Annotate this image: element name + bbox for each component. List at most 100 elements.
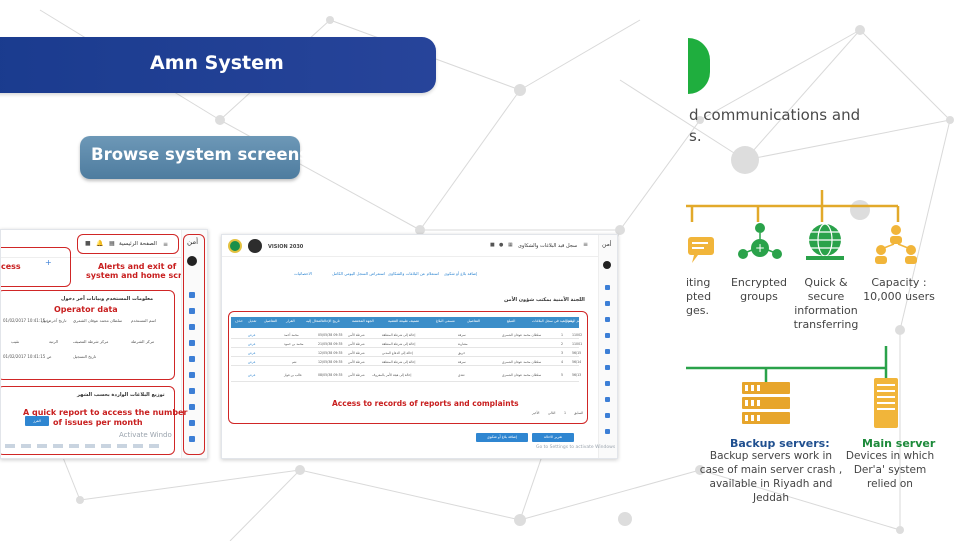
sidebar-icon-6[interactable]	[189, 372, 195, 378]
records-sidebar-icon-8[interactable]	[605, 397, 610, 402]
home-screen-screenshot: ≡ الصفحة الرئيسية ▦ 🔔 ■ Alerts and exit …	[0, 229, 208, 459]
page-1[interactable]: 1	[564, 411, 567, 415]
feature-label-line: 10,000 users	[863, 290, 935, 303]
row2-reg: 11001	[572, 342, 583, 346]
field-label-regdate: تاريخ التسجيل	[73, 354, 97, 359]
home-menu-icon[interactable]: ≡	[163, 241, 169, 248]
toolbar-add-report[interactable]: إضافة بلاغ أو شكوى	[444, 271, 478, 276]
row3-type: حريق	[458, 351, 466, 355]
row3-reg: 56/15	[572, 351, 582, 355]
records-breadcrumb[interactable]: سجل قيد البلاغات والشكاوى	[518, 243, 578, 249]
field-label-rank: الرتبة	[49, 339, 59, 344]
row3-date: 12/05/38 09:35	[318, 351, 343, 355]
row1-assignee: محمد أحمد	[284, 333, 299, 337]
col-reporter: المبلغ	[507, 319, 516, 323]
col-title: مسمى البلاغ	[436, 319, 455, 323]
sidebar-icon-7[interactable]	[189, 388, 195, 394]
records-sidebar-icon-9[interactable]	[605, 413, 610, 418]
col-date: تاريخ الإحالة	[322, 319, 340, 323]
green-accent-tab	[688, 38, 710, 94]
group-icon: +	[738, 223, 782, 259]
sidebar-icon-2[interactable]	[189, 308, 195, 314]
field-value-regdate: 01/02/2017 10:41:15 ص	[3, 354, 52, 359]
records-sidebar-icon-2[interactable]	[605, 301, 610, 306]
records-grid-icon[interactable]: ▦	[508, 242, 513, 248]
bell-icon[interactable]: 🔔	[96, 240, 104, 247]
row3-view-link[interactable]: عرض	[248, 351, 256, 355]
new-report-button[interactable]: إضافة بلاغ أو شكوى	[476, 433, 528, 442]
filter-button[interactable]: الفرز	[25, 416, 49, 426]
row3-no: 3	[561, 351, 564, 355]
slide-title: Amn System	[150, 52, 284, 74]
records-logo-emblem	[228, 239, 242, 253]
row4-view-link[interactable]: عرض	[248, 360, 256, 364]
page-next[interactable]: التالي	[548, 411, 556, 415]
col-nature: تصنيف طبيعة القضية	[388, 319, 420, 323]
home-brand: أمن	[187, 238, 199, 246]
col-entry: رقم القيد في سجل البلاغات	[532, 319, 574, 323]
operator-callout-box	[1, 290, 175, 380]
row2-type: مضاربة	[458, 342, 468, 346]
backup-server-icon	[742, 382, 790, 424]
records-sidebar-icon-7[interactable]	[605, 381, 610, 386]
sidebar-icon-9[interactable]	[189, 420, 195, 426]
field-value-rank: نقيب	[11, 339, 20, 344]
records-sidebar-icon-5[interactable]	[605, 349, 610, 354]
toolbar-query-reports[interactable]: استعلام عن البلاغات والشكاوى	[388, 271, 440, 276]
page-last[interactable]: الأخير	[532, 411, 540, 415]
feature-label-line: Quick & secure	[804, 276, 848, 303]
row5-view-link[interactable]: عرض	[248, 373, 256, 377]
table-row[interactable]	[231, 330, 579, 339]
row4-type: سرقة	[458, 360, 466, 364]
toolbar-statistics[interactable]: الاحصائيات	[294, 271, 312, 276]
table-row[interactable]	[231, 339, 579, 348]
page-prev[interactable]: السابق	[574, 411, 584, 415]
report-callout-line2: of issues per month	[53, 418, 143, 427]
records-sidebar-icon-1[interactable]	[605, 285, 610, 290]
table-row[interactable]	[231, 366, 579, 382]
sidebar-icon-4[interactable]	[189, 340, 195, 346]
records-sidebar-icon-3[interactable]	[605, 317, 610, 322]
records-menu-icon[interactable]: ≡	[583, 241, 589, 248]
operator-section-title: معلومات المستخدم وبيانات آخر دخول	[61, 296, 154, 302]
table-row[interactable]	[231, 348, 579, 357]
feature-label-line: transferring	[793, 318, 859, 331]
records-sidebar-icon-4[interactable]	[605, 333, 610, 338]
desc-line: Der'a' system	[853, 464, 927, 476]
grid-icon[interactable]: ▦	[109, 240, 115, 247]
sidebar-icon-8[interactable]	[189, 404, 195, 410]
row1-view-link[interactable]: عرض	[248, 333, 256, 337]
home-label[interactable]: الصفحة الرئيسية	[119, 241, 157, 247]
records-bell-icon[interactable]: ●	[499, 242, 504, 248]
sidebar-icon-3[interactable]	[189, 324, 195, 330]
field-label-lastlogin: تاريخ آخر دخول	[41, 318, 67, 323]
main-server-title: Main server	[862, 437, 936, 450]
toolbar-daily-log[interactable]: استعراض السجل اليومي الكامل	[332, 271, 386, 276]
server-tree-lines	[686, 346, 888, 382]
vision-2030-logo: VISION 2030	[268, 244, 304, 250]
intro-line-2: s.	[689, 127, 702, 145]
browse-screens-button[interactable]	[80, 136, 300, 179]
sidebar-icon-10[interactable]	[189, 436, 195, 442]
records-logo-seal	[248, 239, 262, 253]
sidebar-icon-1[interactable]	[189, 292, 195, 298]
table-row[interactable]	[231, 357, 579, 366]
sidebar-icon-5[interactable]	[189, 356, 195, 362]
feature-tree-lines	[686, 190, 900, 222]
col-regno: رقم السجل	[565, 319, 583, 323]
add-plus-icon[interactable]: +	[45, 258, 52, 267]
records-header	[222, 235, 617, 257]
row5-agency: شرطة الأمن	[348, 373, 365, 377]
col-decision: القرار	[286, 319, 295, 323]
records-sidebar-icon-10[interactable]	[605, 429, 610, 434]
records-sidebar-icon-6[interactable]	[605, 365, 610, 370]
report-callout-line1: A quick report to access the number	[23, 408, 188, 417]
referral-report-button[interactable]: تقرير الاحالة	[532, 433, 574, 442]
operator-callout-label: Operator data	[54, 305, 118, 314]
row2-agency: شرطة الأمن	[348, 342, 365, 346]
row2-view-link[interactable]: عرض	[248, 342, 256, 346]
lock-icon[interactable]: ■	[85, 240, 91, 247]
records-lock-icon[interactable]: ■	[490, 242, 495, 248]
field-label-username: اسم المستخدم	[131, 318, 156, 323]
records-callout-box	[228, 311, 588, 424]
